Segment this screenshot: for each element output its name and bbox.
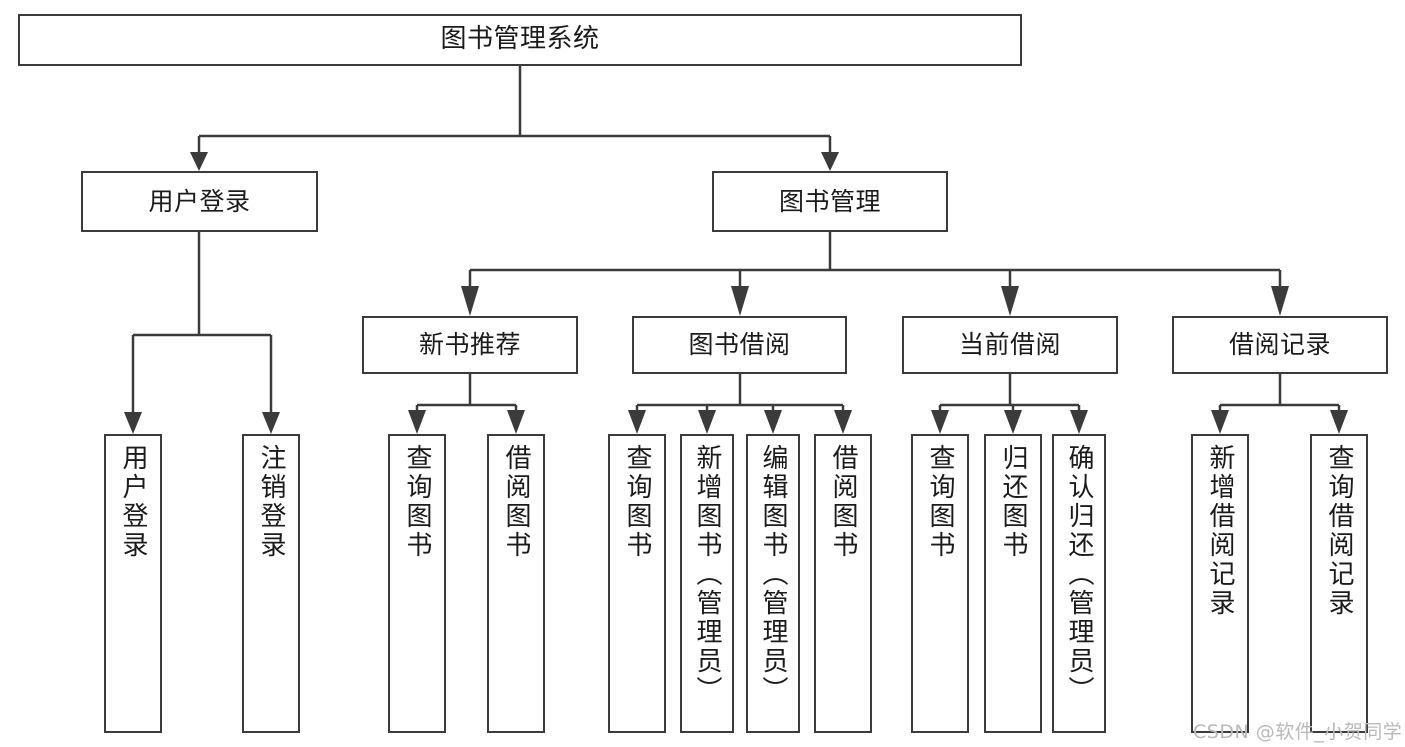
node-leaf-edit-book-label: 编辑图书（管理员） [758, 444, 788, 705]
node-leaf-query-book-1[interactable]: 查询图书 [388, 434, 446, 733]
node-current-borrow[interactable]: 当前借阅 [902, 316, 1118, 374]
node-user-login-label: 用户登录 [148, 186, 251, 216]
csdn-watermark: CSDN @软件_小贺同学 [1193, 721, 1403, 743]
node-leaf-borrow-book-1-label: 借阅图书 [501, 444, 531, 560]
node-new-book-rec[interactable]: 新书推荐 [362, 316, 578, 374]
node-borrow-record-label: 借阅记录 [1228, 330, 1331, 359]
node-leaf-query-book-3-label: 查询图书 [925, 444, 955, 560]
node-book-manage-label: 图书管理 [778, 186, 881, 216]
node-leaf-query-book-3[interactable]: 查询图书 [911, 434, 969, 733]
node-leaf-user-login[interactable]: 用户登录 [104, 434, 162, 733]
node-leaf-add-record-label: 新增借阅记录 [1205, 444, 1235, 618]
node-new-book-rec-label: 新书推荐 [418, 330, 521, 359]
node-leaf-add-book-label: 新增图书（管理员） [692, 444, 722, 705]
node-root-label: 图书管理系统 [440, 24, 600, 55]
node-leaf-query-record[interactable]: 查询借阅记录 [1310, 434, 1368, 733]
node-leaf-query-book-2-label: 查询图书 [622, 444, 652, 560]
node-leaf-edit-book[interactable]: 编辑图书（管理员） [746, 434, 800, 733]
node-leaf-add-book[interactable]: 新增图书（管理员） [680, 434, 734, 733]
node-leaf-query-book-1-label: 查询图书 [402, 444, 432, 560]
node-leaf-confirm-return[interactable]: 确认归还（管理员） [1052, 434, 1106, 733]
node-leaf-logout[interactable]: 注销登录 [242, 434, 300, 733]
node-leaf-query-book-2[interactable]: 查询图书 [608, 434, 666, 733]
node-book-manage[interactable]: 图书管理 [712, 171, 948, 232]
node-leaf-add-record[interactable]: 新增借阅记录 [1191, 434, 1249, 733]
node-leaf-borrow-book-1[interactable]: 借阅图书 [487, 434, 545, 733]
node-leaf-return-book[interactable]: 归还图书 [984, 434, 1042, 733]
node-leaf-logout-label: 注销登录 [256, 444, 286, 560]
node-leaf-query-record-label: 查询借阅记录 [1324, 444, 1354, 618]
node-leaf-user-login-label: 用户登录 [118, 444, 148, 560]
node-leaf-borrow-book-2[interactable]: 借阅图书 [814, 434, 872, 733]
node-leaf-return-book-label: 归还图书 [998, 444, 1028, 560]
node-leaf-borrow-book-2-label: 借阅图书 [828, 444, 858, 560]
node-book-borrow[interactable]: 图书借阅 [632, 316, 847, 374]
node-current-borrow-label: 当前借阅 [958, 330, 1061, 359]
node-root[interactable]: 图书管理系统 [18, 14, 1022, 66]
node-leaf-confirm-return-label: 确认归还（管理员） [1064, 444, 1094, 705]
node-book-borrow-label: 图书借阅 [688, 330, 791, 359]
node-borrow-record[interactable]: 借阅记录 [1172, 316, 1388, 374]
node-user-login[interactable]: 用户登录 [81, 171, 318, 232]
